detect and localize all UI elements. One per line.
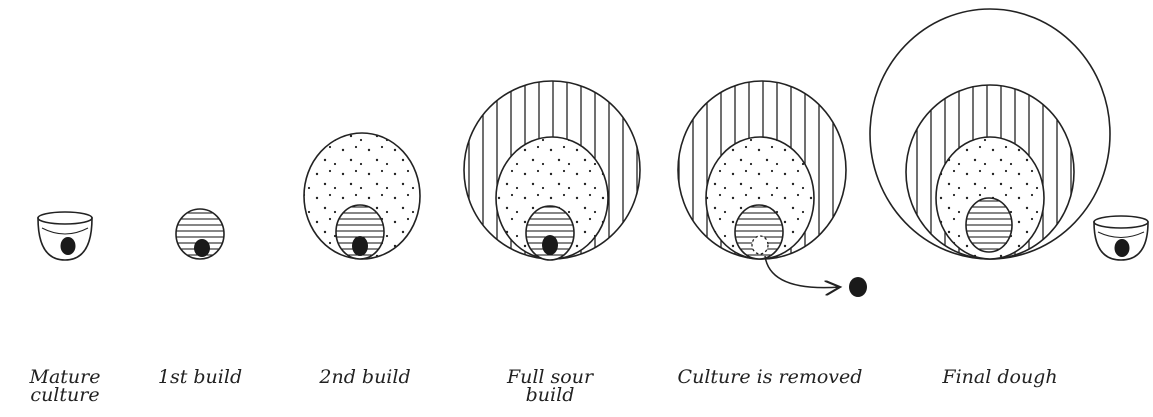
- removed-culture-outline: [752, 236, 768, 254]
- culture-dot: [194, 239, 210, 257]
- culture-dot: [849, 277, 867, 297]
- label-mature-culture: Mature culture: [0, 368, 130, 404]
- label-line: build: [485, 386, 615, 404]
- stage-full-sour-build: [464, 81, 640, 260]
- label-culture-removed: Culture is removed: [660, 368, 880, 386]
- stage-final-dough: [870, 9, 1148, 260]
- label-line: culture: [0, 386, 130, 404]
- culture-dot: [352, 236, 368, 256]
- label-line: Culture is removed: [660, 368, 880, 386]
- label-2nd-build: 2nd build: [305, 368, 425, 386]
- culture-dot: [61, 237, 76, 255]
- stage-1st-build: [176, 209, 224, 259]
- label-line: 1st build: [140, 368, 260, 386]
- label-line: 2nd build: [305, 368, 425, 386]
- stage-culture-removed: [678, 81, 867, 297]
- stage-2nd-build: [304, 133, 420, 259]
- label-full-sour-build: Full sour build: [485, 368, 615, 404]
- culture-dot: [1115, 239, 1130, 257]
- stage-mature-culture: [38, 212, 92, 260]
- culture-dot: [542, 235, 558, 255]
- label-1st-build: 1st build: [140, 368, 260, 386]
- label-final-dough: Final dough: [925, 368, 1075, 386]
- removal-arrow: [765, 256, 840, 288]
- label-line: Final dough: [925, 368, 1075, 386]
